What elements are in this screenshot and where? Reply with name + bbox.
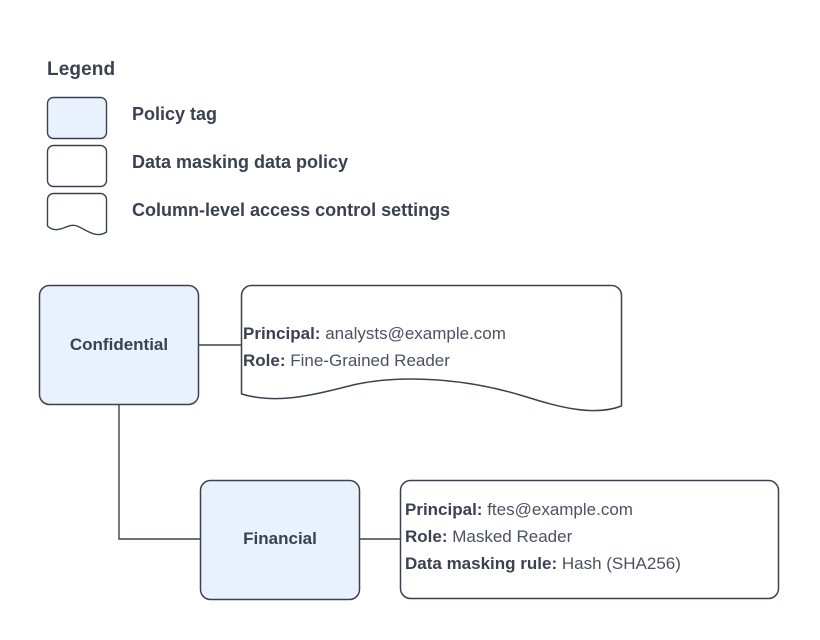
node-confidential-label: Confidential [69, 335, 169, 354]
detail-line: Role: Masked Reader [405, 523, 681, 550]
column-access-settings-swatch [46, 192, 108, 236]
detail-value: analysts@example.com [325, 324, 506, 343]
policy-tag-swatch [46, 96, 108, 140]
node-financial-label: Financial [243, 529, 317, 548]
node-financial[interactable] [199, 479, 361, 601]
legend-item-data-masking-policy-label: Data masking data policy [132, 152, 349, 172]
detail-key: Data masking rule: [405, 554, 558, 573]
detail-line: Principal: analysts@example.com [243, 320, 506, 347]
detail-value: Fine-Grained Reader [290, 351, 450, 370]
detail-box-financial-masking-policy[interactable] [399, 479, 780, 600]
detail-value: Hash (SHA256) [561, 554, 681, 573]
detail-key: Principal: [405, 500, 483, 519]
detail-text-confidential-access-settings: Principal: analysts@example.com Role: Fi… [243, 320, 506, 374]
detail-text-financial-masking-policy: Principal: ftes@example.com Role: Masked… [405, 496, 681, 577]
detail-line: Role: Fine-Grained Reader [243, 347, 506, 374]
detail-value: ftes@example.com [487, 500, 633, 519]
detail-value: Masked Reader [452, 527, 573, 546]
legend-item-column-access-settings-label: Column-level access control settings [132, 200, 451, 220]
legend-item-policy-tag-label: Policy tag [132, 104, 218, 124]
data-masking-policy-swatch [46, 144, 108, 188]
node-confidential[interactable] [38, 284, 200, 406]
detail-line: Data masking rule: Hash (SHA256) [405, 550, 681, 577]
detail-key: Role: [243, 351, 286, 370]
connector-confidential-to-financial [118, 405, 200, 540]
detail-key: Role: [405, 527, 448, 546]
legend-title: Legend [47, 59, 116, 80]
detail-box-confidential-access-settings[interactable] [240, 284, 623, 412]
detail-line: Principal: ftes@example.com [405, 496, 681, 523]
detail-key: Principal: [243, 324, 321, 343]
